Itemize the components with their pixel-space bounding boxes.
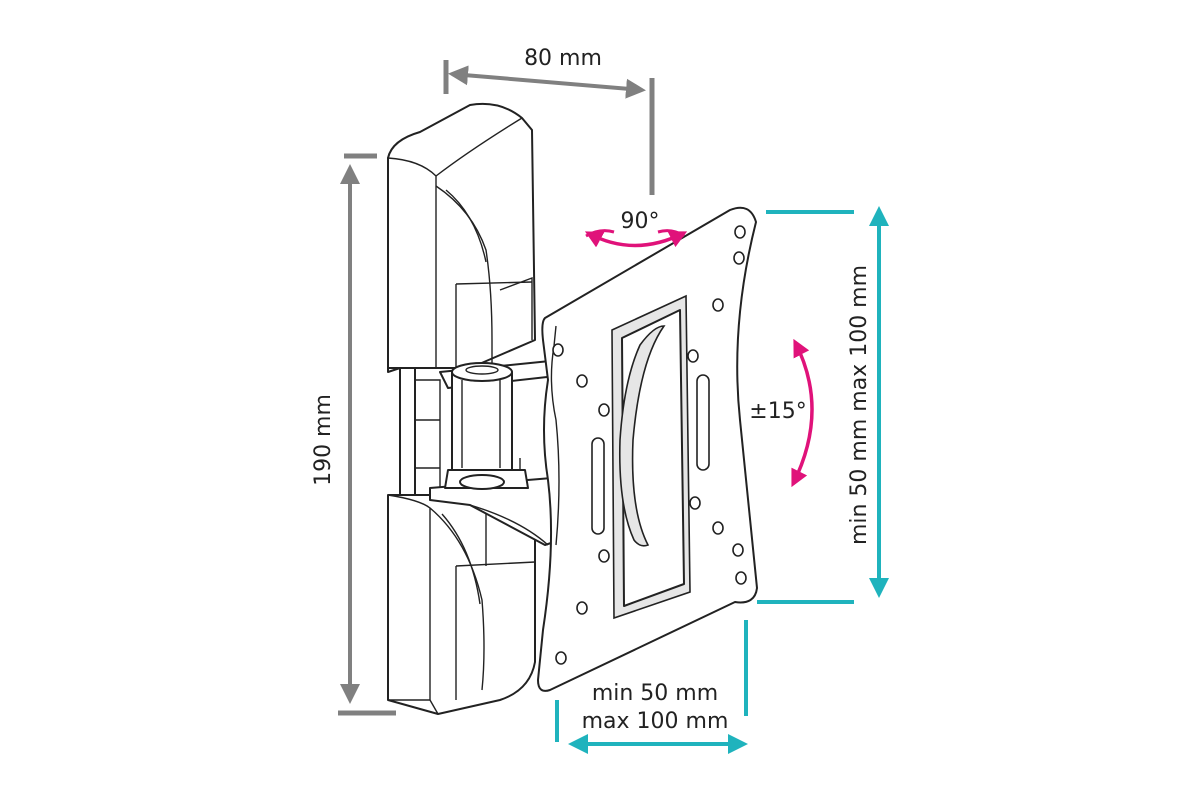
tilt-indicator: ±15° bbox=[749, 338, 814, 488]
lower-wall-housing bbox=[387, 494, 536, 715]
center-rail bbox=[399, 367, 441, 496]
vesa-vertical-dimension: min 50 mm max 100 mm bbox=[757, 206, 889, 604]
tilt-arrow bbox=[791, 338, 814, 488]
height-dimension: 190 mm bbox=[311, 153, 396, 716]
left-slot bbox=[591, 437, 605, 535]
hinge-cylinder bbox=[444, 362, 529, 490]
swivel-indicator: 90° bbox=[584, 209, 688, 248]
vesa-vertical-label: min 50 mm max 100 mm bbox=[847, 265, 872, 545]
depth-label: 80 mm bbox=[524, 46, 602, 71]
right-slot bbox=[696, 374, 710, 471]
tilt-label: ±15° bbox=[749, 399, 806, 424]
swivel-arrow-back-left bbox=[585, 229, 615, 238]
swivel-arrow-back-right bbox=[657, 229, 685, 238]
vesa-horizontal-dimension: min 50 mm max 100 mm bbox=[555, 620, 748, 754]
upper-wall-housing bbox=[387, 102, 536, 369]
height-label: 190 mm bbox=[311, 394, 336, 486]
swivel-label: 90° bbox=[621, 209, 660, 234]
depth-arrow bbox=[448, 65, 646, 99]
vesa-horizontal-max-label: max 100 mm bbox=[582, 709, 729, 734]
vesa-plate bbox=[537, 206, 758, 692]
swivel-arrow bbox=[584, 231, 688, 248]
vesa-horizontal-min-label: min 50 mm bbox=[592, 681, 718, 706]
tilt-arc bbox=[618, 325, 666, 547]
bracket-drawing bbox=[387, 102, 758, 715]
mounting-holes bbox=[552, 225, 747, 665]
depth-dimension: 80 mm bbox=[443, 46, 655, 195]
